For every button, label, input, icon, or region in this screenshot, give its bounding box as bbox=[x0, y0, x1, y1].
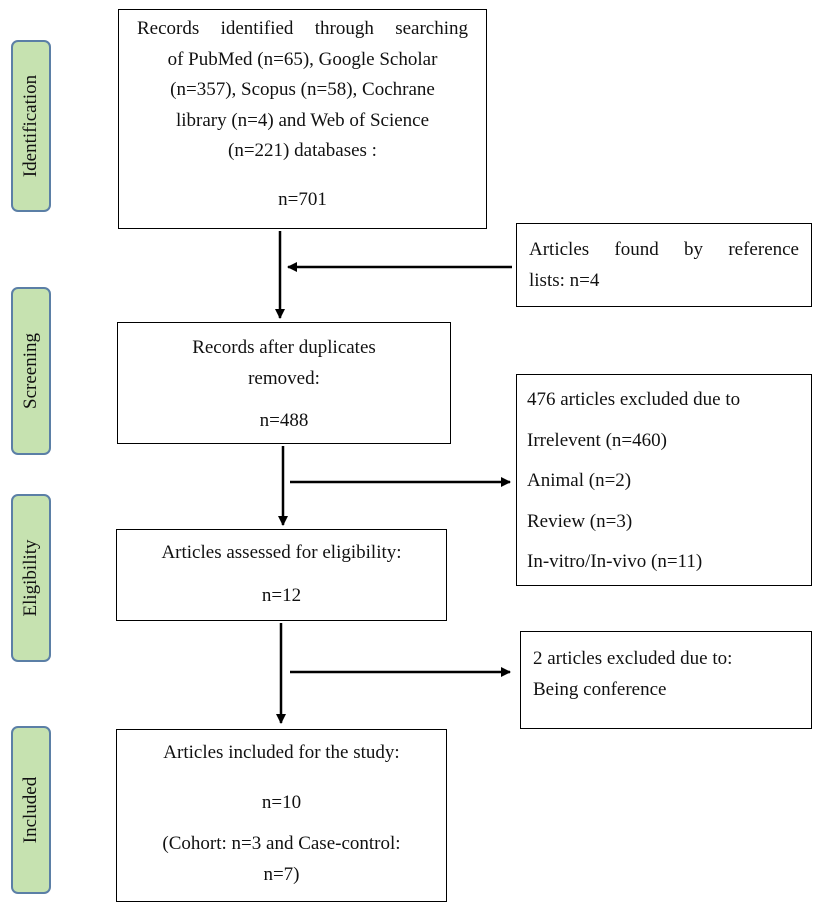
eligibility-box: Articles assessed for eligibility: n=12 bbox=[116, 529, 447, 621]
stage-identification: Identification bbox=[11, 40, 51, 212]
conference-line: 2 articles excluded due to: bbox=[533, 648, 733, 669]
identification-box: Records identified through searching of … bbox=[118, 9, 487, 229]
eligibility-line: Articles assessed for eligibility: bbox=[161, 542, 402, 563]
identification-line: library (n=4) and Web of Science bbox=[175, 109, 430, 131]
eligibility-count: n=12 bbox=[261, 584, 302, 606]
stage-included: Included bbox=[11, 726, 51, 894]
included-note-line: (Cohort: n=3 and Case-control: bbox=[162, 833, 401, 854]
reference-box: Articles found by reference lists: n=4 bbox=[516, 223, 812, 307]
screening-box: Records after duplicates removed: n=488 bbox=[117, 322, 451, 444]
excluded-line: Irrelevent (n=460) bbox=[527, 429, 667, 451]
excluded-line: Review (n=3) bbox=[527, 510, 633, 532]
conference-box: 2 articles excluded due to: Being confer… bbox=[520, 631, 812, 729]
screening-line: removed: bbox=[248, 367, 320, 389]
included-note-line: n=7) bbox=[263, 863, 300, 885]
conference-line: Being conference bbox=[533, 678, 667, 700]
reference-line: Articles found by reference bbox=[529, 239, 799, 260]
included-box: Articles included for the study: n=10 (C… bbox=[116, 729, 447, 902]
identification-line: of PubMed (n=65), Google Scholar bbox=[167, 48, 438, 70]
identification-count: n=701 bbox=[278, 188, 327, 210]
identification-line: (n=357), Scopus (n=58), Cochrane bbox=[170, 79, 435, 100]
excluded-line: In-vitro/In-vivo (n=11) bbox=[527, 551, 703, 572]
screening-line: Records after duplicates bbox=[192, 337, 376, 358]
reference-line: lists: n=4 bbox=[529, 269, 600, 291]
identification-line: Records identified through searching bbox=[137, 18, 468, 39]
stage-eligibility: Eligibility bbox=[11, 494, 51, 662]
stage-screening: Screening bbox=[11, 287, 51, 455]
included-line: Articles included for the study: bbox=[163, 742, 400, 763]
excluded-box: 476 articles excluded due to Irrelevent … bbox=[516, 374, 812, 586]
excluded-line: Animal (n=2) bbox=[527, 470, 632, 491]
screening-count: n=488 bbox=[259, 410, 309, 431]
excluded-line: 476 articles excluded due to bbox=[527, 389, 741, 410]
identification-line: (n=221) databases : bbox=[228, 140, 377, 161]
included-count: n=10 bbox=[261, 791, 302, 813]
